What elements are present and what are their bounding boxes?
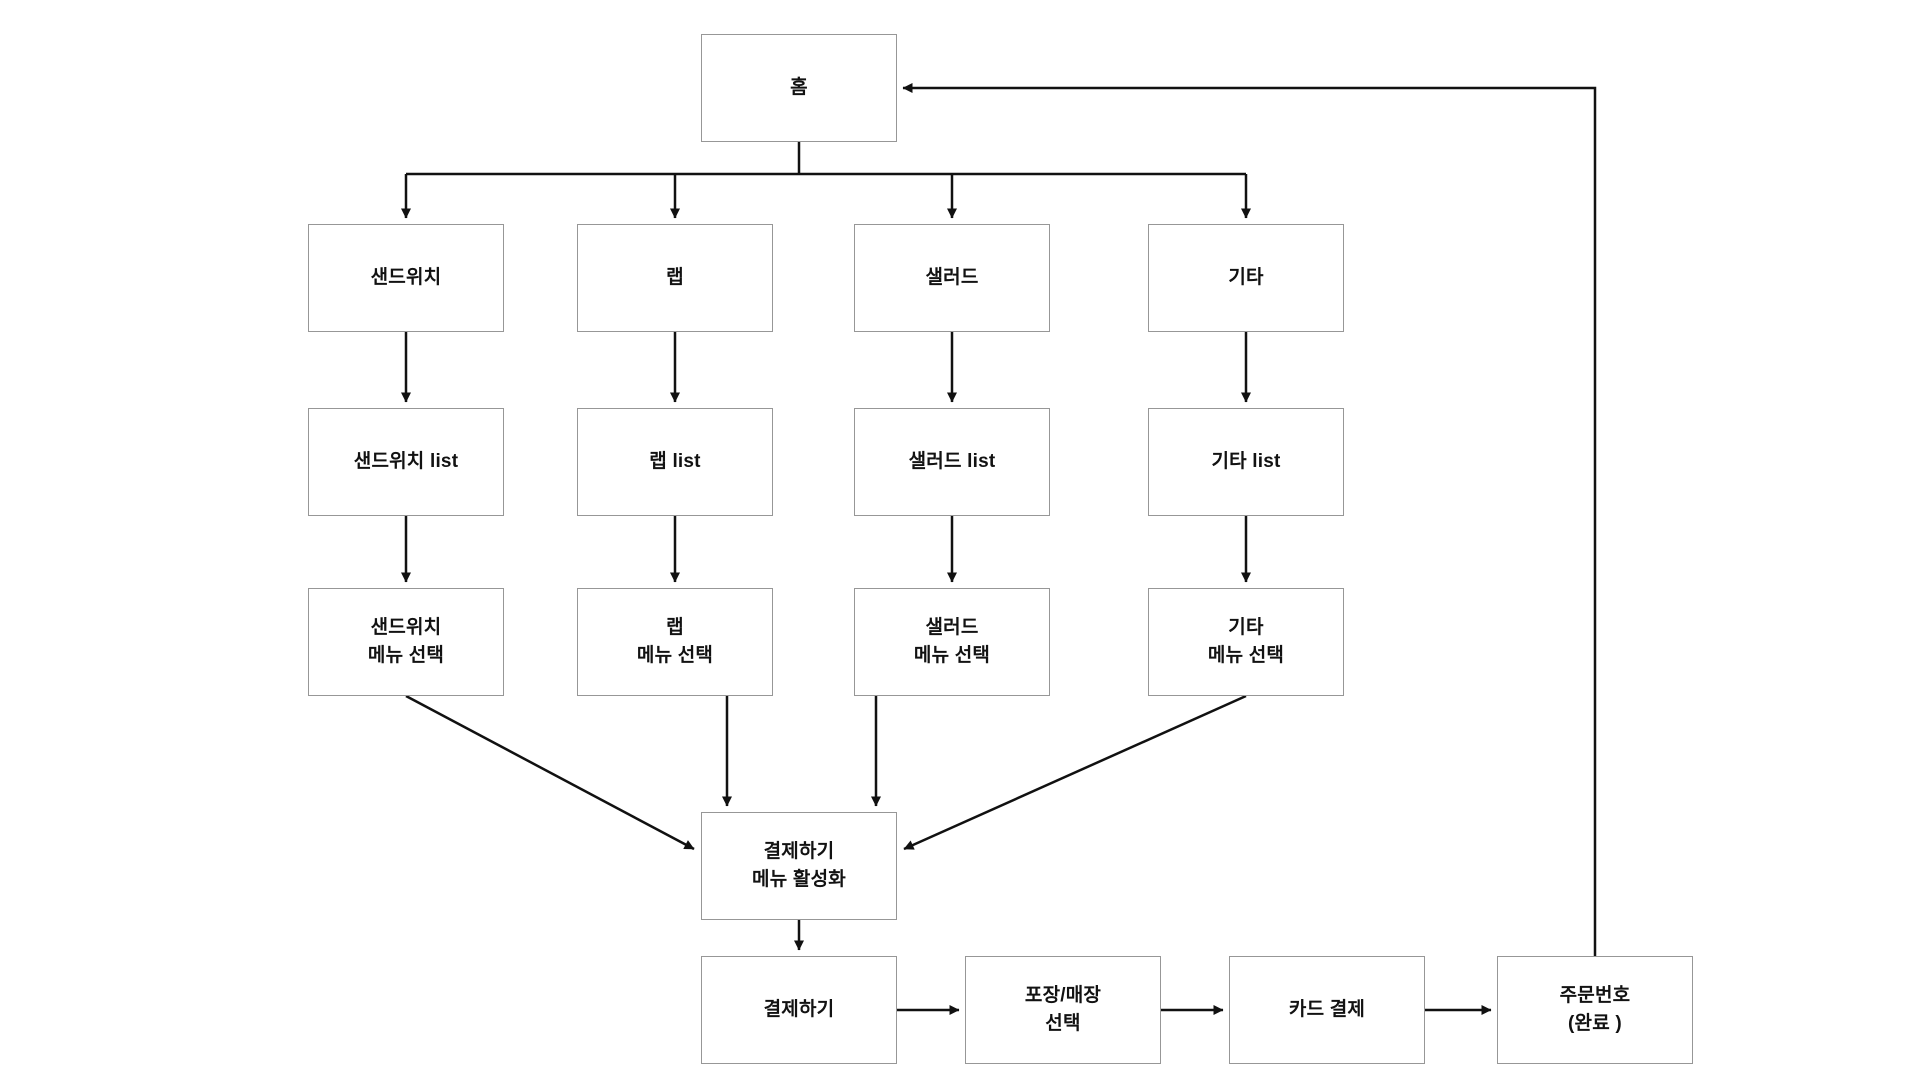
edge-sandwichselect-activate [405,694,695,851]
node-home: 홈 [701,34,897,142]
node-wrap-select: 랩 메뉴 선택 [577,588,773,696]
node-salad: 샐러드 [854,224,1050,332]
node-sandwich-select: 샌드위치 메뉴 선택 [308,588,504,696]
node-order-number: 주문번호 (완료 ) [1497,956,1693,1064]
node-packaging: 포장/매장 선택 [965,956,1161,1064]
edge-etcselect-activate [903,694,1247,851]
node-checkout: 결제하기 [701,956,897,1064]
node-wrap: 랩 [577,224,773,332]
node-card-payment: 카드 결제 [1229,956,1425,1064]
node-payment-activate: 결제하기 메뉴 활성화 [701,812,897,920]
node-wrap-list: 랩 list [577,408,773,516]
edge-order-home [902,83,1597,956]
node-salad-select: 샐러드 메뉴 선택 [854,588,1050,696]
node-sandwich-list: 샌드위치 list [308,408,504,516]
node-etc: 기타 [1148,224,1344,332]
node-etc-select: 기타 메뉴 선택 [1148,588,1344,696]
node-etc-list: 기타 list [1148,408,1344,516]
node-salad-list: 샐러드 list [854,408,1050,516]
node-sandwich: 샌드위치 [308,224,504,332]
